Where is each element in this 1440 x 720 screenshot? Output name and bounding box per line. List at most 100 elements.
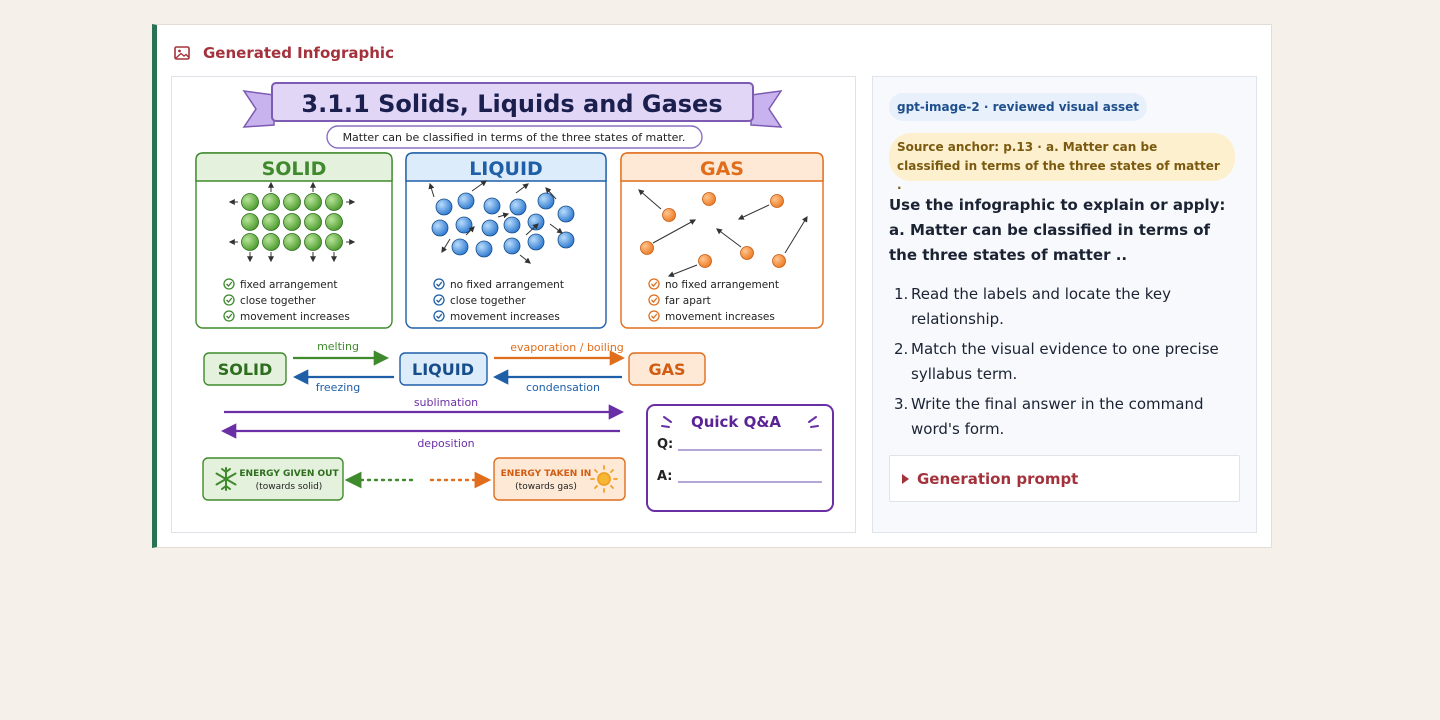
- transition-solid-box: [203, 352, 287, 386]
- motion-arrow: [784, 215, 808, 254]
- particle: [527, 233, 545, 251]
- step-item: 3.Write the final answer in the command …: [894, 395, 1204, 438]
- step-item: 1.Read the labels and locate the key rel…: [894, 285, 1171, 328]
- particle: [503, 216, 521, 234]
- infographic-card: Generated Infographic 3.1.1 Solids, Liqu…: [152, 24, 1272, 548]
- sublimation-label: sublimation: [414, 396, 478, 409]
- particle: [241, 213, 259, 231]
- source-anchor-chip: Source anchor: p.13 · a. Matter can be c…: [889, 133, 1235, 192]
- transition-liquid-box: [399, 352, 488, 386]
- subtitle-pill: [326, 125, 703, 149]
- motion-arrow: [737, 204, 770, 220]
- transition-gas-label: GAS: [648, 360, 685, 379]
- check-icon: [648, 294, 660, 306]
- panel-point: far apart: [665, 295, 711, 307]
- check-icon: [648, 278, 660, 290]
- particle: [262, 193, 280, 211]
- particle: [457, 192, 475, 210]
- card-title: Generated Infographic: [203, 44, 394, 62]
- motion-arrow: [441, 238, 451, 254]
- transition-gas-box: [628, 352, 706, 386]
- qa-box: [646, 404, 834, 512]
- image-icon: [174, 46, 190, 60]
- particle: [304, 233, 322, 251]
- check-icon: [223, 278, 235, 290]
- step-list: 1.Read the labels and locate the key rel…: [889, 282, 1229, 447]
- evaporation-label: evaporation / boiling: [510, 341, 624, 354]
- motion-arrow: [545, 187, 557, 200]
- particle: [283, 213, 301, 231]
- particle: [304, 193, 322, 211]
- motion-arrow: [549, 223, 563, 234]
- transition-liquid-label: LIQUID: [412, 360, 474, 379]
- motion-arrow: [497, 212, 510, 219]
- task-prompt: Use the infographic to explain or apply:…: [889, 196, 1226, 264]
- infographic-title: 3.1.1 Solids, Liquids and Gases: [301, 90, 722, 118]
- particles-liquid: [428, 180, 575, 264]
- energy-taken-title: ENERGY TAKEN IN: [501, 469, 592, 479]
- energy-given-sub: (towards solid): [256, 482, 323, 492]
- motion-arrow: [525, 223, 539, 236]
- check-icon: [648, 310, 660, 322]
- panel-point: movement increases: [665, 311, 775, 323]
- motion-arrow: [515, 183, 529, 194]
- particles-solid: [228, 181, 356, 263]
- infographic-drawing: 3.1.1 Solids, Liquids and Gases Matter c…: [195, 82, 834, 512]
- particle: [283, 233, 301, 251]
- panel-title: SOLID: [262, 158, 327, 180]
- melting-label: melting: [317, 340, 359, 353]
- panel-header: [405, 152, 607, 182]
- explanation-panel: gpt-image-2 · reviewed visual asset Sour…: [872, 76, 1257, 533]
- disclosure-triangle-icon: [902, 473, 909, 484]
- particle: [662, 208, 676, 222]
- title-banner: 3.1.1 Solids, Liquids and Gases: [242, 82, 783, 128]
- particle: [304, 213, 322, 231]
- step-item: 2.Match the visual evidence to one preci…: [894, 340, 1219, 383]
- motion-arrow: [465, 226, 475, 236]
- generation-prompt-label: Generation prompt: [917, 469, 1079, 488]
- infographic-subtitle: Matter can be classified in terms of the…: [343, 131, 686, 144]
- particle: [481, 219, 499, 237]
- particle: [283, 193, 301, 211]
- state-transitions: SOLID LIQUID GAS melting freezing evapor…: [203, 340, 706, 450]
- particle: [770, 194, 784, 208]
- particle: [698, 254, 712, 268]
- motion-arrow: [652, 219, 697, 244]
- particle: [241, 193, 259, 211]
- panel-point: close together: [240, 295, 316, 307]
- particle: [503, 237, 521, 255]
- sun-icon: [590, 465, 618, 493]
- particle: [702, 192, 716, 206]
- check-icon: [433, 310, 445, 322]
- particle: [455, 216, 473, 234]
- particle: [325, 233, 343, 251]
- energy-given-title: ENERGY GIVEN OUT: [239, 469, 339, 479]
- infographic-image: 3.1.1 Solids, Liquids and Gases Matter c…: [171, 76, 856, 533]
- transition-solid-label: SOLID: [218, 360, 273, 379]
- check-icon: [223, 310, 235, 322]
- check-icon: [433, 278, 445, 290]
- particle: [557, 205, 575, 223]
- particle: [241, 233, 259, 251]
- panel-title: GAS: [700, 158, 744, 180]
- deposition-label: deposition: [417, 437, 474, 450]
- generation-prompt-toggle[interactable]: Generation prompt: [889, 455, 1240, 502]
- particle: [557, 231, 575, 249]
- panel-point: movement increases: [240, 311, 350, 323]
- particle: [435, 198, 453, 216]
- check-icon: [433, 294, 445, 306]
- particle: [537, 192, 555, 210]
- particle: [325, 213, 343, 231]
- particle: [772, 254, 786, 268]
- panel-point: no fixed arrangement: [665, 279, 779, 291]
- motion-arrow: [519, 254, 531, 264]
- motion-arrow: [638, 189, 662, 210]
- particle: [475, 240, 493, 258]
- model-chip: gpt-image-2 · reviewed visual asset: [889, 93, 1147, 121]
- particle: [640, 241, 654, 255]
- panel-point: movement increases: [450, 311, 560, 323]
- particle: [262, 213, 280, 231]
- particle: [527, 213, 545, 231]
